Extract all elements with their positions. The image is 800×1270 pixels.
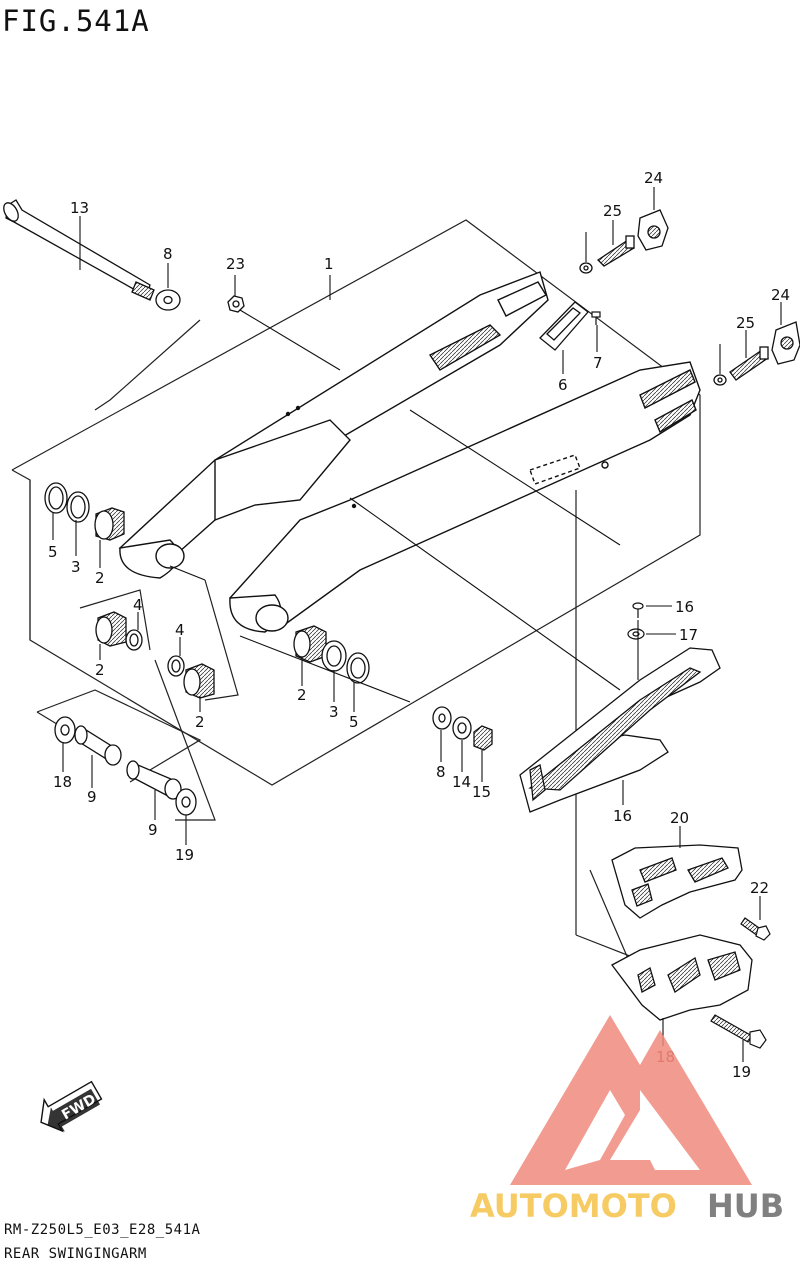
watermark-logo: AUTOMOTO HUB [470,1015,784,1225]
figure-code: RM-Z250L5_E03_E28_541A [4,1222,201,1238]
leader-lines [52,187,782,1062]
callout-2-right: 2 [297,686,307,704]
watermark-brand-1: AUTOMOTO [470,1187,677,1225]
callout-5-left: 5 [48,543,58,561]
plate-6 [539,301,589,351]
pivot-shaft [3,199,155,301]
washer-nut-stack [432,706,493,751]
adjuster-bolt-24-top [596,235,635,267]
callout-12: 15 [472,783,491,801]
callout-19: 19 [732,1063,751,1081]
callout-24-top: 25 [603,202,622,220]
washer-15 [627,628,645,640]
callout-16-right: 19 [175,846,194,864]
bolt-20 [740,917,771,941]
callout-9-left: 9 [87,788,97,806]
callout-6: 6 [558,376,568,394]
callout-10: 13 [70,199,89,217]
callout-22: 24 [644,169,663,187]
figure-title: FIG.541A [2,4,150,38]
callout-20: 22 [750,879,769,897]
watermark-brand-2: HUB [707,1187,784,1225]
callout-4-a: 4 [133,596,143,614]
callout-15: 17 [679,626,698,644]
callout-3-right: 3 [329,703,339,721]
chain-adjuster-23 [771,321,800,365]
callout-2-left: 2 [95,569,105,587]
bearing-stack-right [293,625,370,684]
callout-21: 23 [226,255,245,273]
callout-11: 14 [452,773,471,791]
callout-8-top: 8 [163,245,173,263]
callout-8-bottom: 8 [436,763,446,781]
callout-14: 16 [675,598,694,616]
fwd-arrow-icon: FWD [40,1080,103,1133]
bearing-stack-left [44,482,125,541]
callout-3-left: 3 [71,558,81,576]
chain-slider-13 [519,647,721,813]
swingarm-body [118,271,701,633]
screw-7 [591,311,601,325]
callout-16-left: 18 [53,773,72,791]
adjuster-bolt-24-right [729,346,769,381]
chain-guide-17 [611,844,743,919]
callout-24-right: 25 [736,314,755,332]
callout-23: 24 [771,286,790,304]
callout-5-right: 5 [349,713,359,731]
callout-4-b: 4 [175,621,185,639]
callout-labels: 13 8 23 1 24 25 24 25 7 6 5 3 2 4 2 4 2 … [48,169,790,1081]
chain-adjuster-22 [637,209,669,251]
screw-14 [632,602,644,618]
figure-name: REAR SWINGINGARM [4,1246,147,1262]
bolt-19 [710,1014,767,1049]
callout-17: 20 [670,809,689,827]
collars-and-washers [54,716,197,816]
nut-21 [227,295,245,313]
callout-1: 1 [324,255,334,273]
bearing-stack-center [95,611,215,699]
washer-25-top [579,262,593,274]
washer-8-top [155,289,181,311]
washer-25-right [713,374,727,386]
callout-2-center-a: 2 [95,661,105,679]
callout-13: 16 [613,807,632,825]
callout-9-right: 9 [148,821,158,839]
chain-guide-18 [611,934,753,1021]
callout-7: 7 [593,354,603,372]
callout-2-center-b: 2 [195,713,205,731]
